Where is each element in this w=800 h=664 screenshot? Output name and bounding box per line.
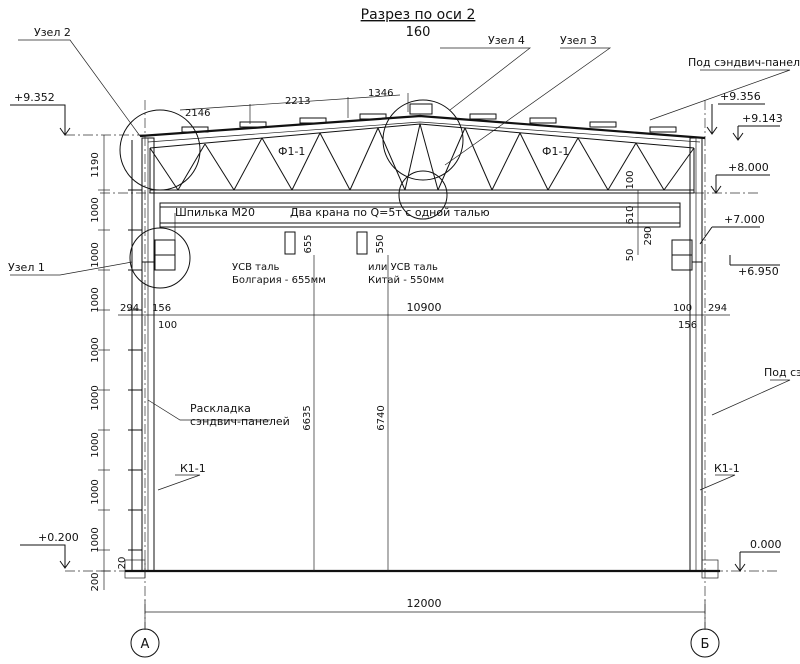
column-left	[141, 137, 155, 572]
dim-294-left: 294	[120, 303, 139, 314]
dim-156-right: 156	[678, 320, 697, 331]
axis-b-label: Б	[701, 637, 710, 652]
callout-layout-1: Раскладка	[190, 402, 251, 415]
axis-a-label: А	[141, 637, 150, 652]
dim-655: 655	[303, 234, 314, 253]
wall-panel-ticks	[128, 140, 142, 571]
drawing-title: Разрез по оси 2	[361, 7, 476, 23]
dim-1190: 1190	[90, 152, 101, 177]
roof-line	[139, 114, 706, 140]
elev-right-0: 0.000	[750, 538, 782, 551]
dim-12000: 12000	[407, 597, 442, 610]
node2-label: Узел 2	[34, 26, 71, 39]
truss	[149, 123, 695, 194]
leader-lines	[10, 39, 791, 491]
roof-purlins	[181, 103, 677, 133]
node1-label: Узел 1	[8, 261, 45, 274]
dim-2146: 2146	[185, 108, 210, 119]
node2-circle	[119, 109, 201, 191]
dim-1000-e: 1000	[90, 385, 101, 410]
dim-1000-g: 1000	[90, 479, 101, 504]
dim-10900: 10900	[407, 301, 442, 314]
dim-lines	[98, 93, 730, 620]
crane-supports	[142, 239, 702, 271]
dim-100-left: 100	[158, 320, 177, 331]
dim-294-right: 294	[708, 303, 727, 314]
node3-label: Узел 3	[560, 34, 597, 47]
callout-stud: Шпилька М20	[175, 206, 255, 219]
drawing-scale: 160	[406, 25, 431, 40]
hoist-hooks	[284, 231, 368, 255]
member-column-right: К1-1	[714, 462, 740, 475]
callout-hoist1-1: УСВ таль	[232, 262, 279, 273]
dim-100-right: 100	[673, 303, 692, 314]
elev-right-8: +8.000	[728, 161, 769, 174]
foundation-left	[124, 559, 146, 579]
member-truss-right: Ф1-1	[542, 145, 569, 158]
member-truss-left: Ф1-1	[278, 145, 305, 158]
callout-crane: Два крана по Q=5т с одной талью	[290, 206, 490, 219]
column-right	[689, 137, 703, 572]
elev-right-7: +7.000	[724, 213, 765, 226]
foundation-right	[701, 559, 719, 579]
dim-610: 610	[625, 205, 636, 224]
dim-1000-c: 1000	[90, 287, 101, 312]
member-column-left: К1-1	[180, 462, 206, 475]
elev-left-02: +0.200	[38, 531, 79, 544]
node1-circle	[129, 227, 191, 289]
dim-1000-d: 1000	[90, 337, 101, 362]
node4-circle	[382, 99, 464, 181]
elev-left-top: +9.352	[14, 91, 55, 104]
callout-sandwich-right: Под сэ	[764, 366, 800, 379]
callout-hoist1-2: Болгария - 655мм	[232, 275, 326, 286]
callout-sandwich-top: Под сэндвич-панель	[688, 56, 800, 69]
callout-hoist2-2: Китай - 550мм	[368, 275, 444, 286]
dim-290: 290	[643, 226, 654, 245]
axis-b-bubble	[690, 628, 720, 658]
node3-circle	[398, 170, 448, 220]
callout-hoist2-1: или УСВ таль	[368, 262, 438, 273]
elev-right-eave: +9.143	[742, 112, 783, 125]
dim-1000-h: 1000	[90, 527, 101, 552]
dim-20: 20	[117, 557, 128, 570]
dim-2213: 2213	[285, 96, 310, 107]
callout-layout-2: сэндвич-панелей	[190, 415, 290, 428]
dim-1346: 1346	[368, 88, 393, 99]
node4-label: Узел 4	[488, 34, 525, 47]
dim-156-left: 156	[152, 303, 171, 314]
dim-50: 50	[625, 249, 636, 262]
dim-200: 200	[90, 572, 101, 591]
dim-6740: 6740	[376, 405, 387, 430]
elev-right-695: +6.950	[738, 265, 779, 278]
elevation-marks	[10, 103, 780, 572]
dim-550: 550	[375, 234, 386, 253]
dim-1000-b: 1000	[90, 242, 101, 267]
crane-beam	[159, 202, 681, 228]
elev-right-top: +9.356	[720, 90, 761, 103]
axis-a-bubble	[130, 628, 160, 658]
dim-6635: 6635	[302, 405, 313, 430]
dim-1000-f: 1000	[90, 432, 101, 457]
dim-1000-a: 1000	[90, 197, 101, 222]
roof-line-inner	[147, 121, 701, 143]
dim-100-right-v: 100	[625, 170, 636, 189]
